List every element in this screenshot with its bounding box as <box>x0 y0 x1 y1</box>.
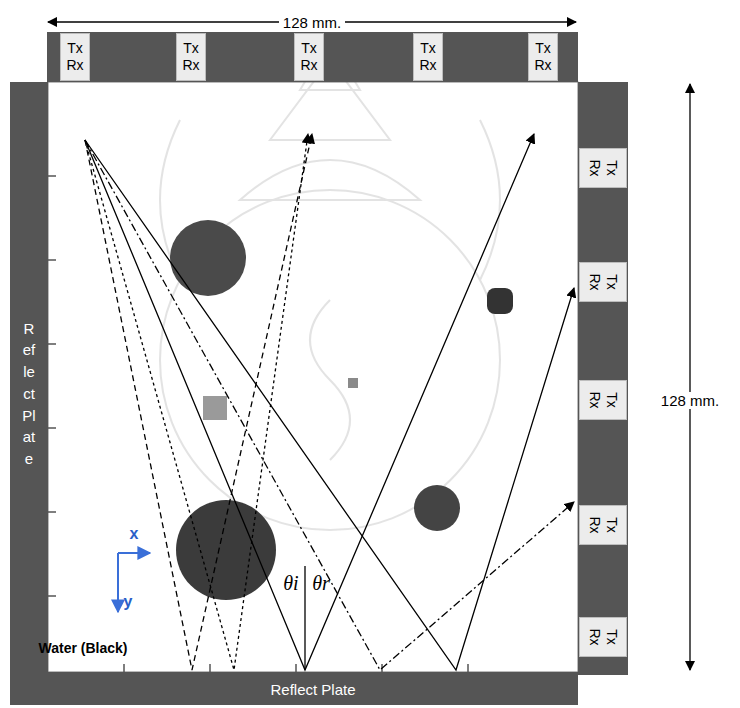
reflect-plate: Reflect Plate <box>10 82 48 705</box>
object <box>487 288 513 314</box>
transducer-label: Tx Rx <box>586 157 620 179</box>
transducer-label: Tx Rx <box>586 271 620 293</box>
angle-label: θr <box>312 572 330 595</box>
transducer-label: Tx Rx <box>586 514 620 536</box>
plate-label: Reflect Plate <box>22 317 37 469</box>
angle-label: θi <box>283 572 298 595</box>
transducer-box: Tx Rx <box>579 505 627 545</box>
object <box>348 378 358 388</box>
transducer-bar <box>47 32 578 82</box>
transducer-box: Tx Rx <box>528 33 558 81</box>
transducer-bar <box>578 82 628 675</box>
transducer-label: Tx Rx <box>64 40 86 74</box>
dimension-arrow <box>48 22 690 670</box>
annotation: y <box>124 593 133 611</box>
object <box>176 500 276 600</box>
annotation: Water (Black) <box>39 640 128 656</box>
transducer-label: Tx Rx <box>417 40 439 74</box>
transducer-label: Tx Rx <box>532 40 554 74</box>
axis-arrow <box>118 553 150 612</box>
transducer-box: Tx Rx <box>579 380 627 420</box>
transducer-box: Tx Rx <box>60 33 90 81</box>
dimension-label: 128 mm. <box>279 14 345 31</box>
reflect-plate: Reflect Plate <box>48 672 578 705</box>
imaging-region <box>48 82 578 672</box>
transducer-box: Tx Rx <box>176 33 206 81</box>
transducer-box: Tx Rx <box>579 617 627 657</box>
transducer-label: Tx Rx <box>298 40 320 74</box>
transducer-box: Tx Rx <box>579 148 627 188</box>
annotation: x <box>130 525 139 543</box>
ultrasound-ray <box>85 134 574 670</box>
plate-label: Reflect Plate <box>270 680 355 697</box>
transducer-label: Tx Rx <box>586 626 620 648</box>
transducer-box: Tx Rx <box>413 33 443 81</box>
transducer-box: Tx Rx <box>294 33 324 81</box>
transducer-label: Tx Rx <box>180 40 202 74</box>
object <box>203 396 227 420</box>
transducer-box: Tx Rx <box>579 262 627 302</box>
transducer-label: Tx Rx <box>586 389 620 411</box>
watermark <box>160 40 500 530</box>
object <box>414 485 460 531</box>
dimension-label: 128 mm. <box>657 392 723 409</box>
object <box>170 220 246 296</box>
